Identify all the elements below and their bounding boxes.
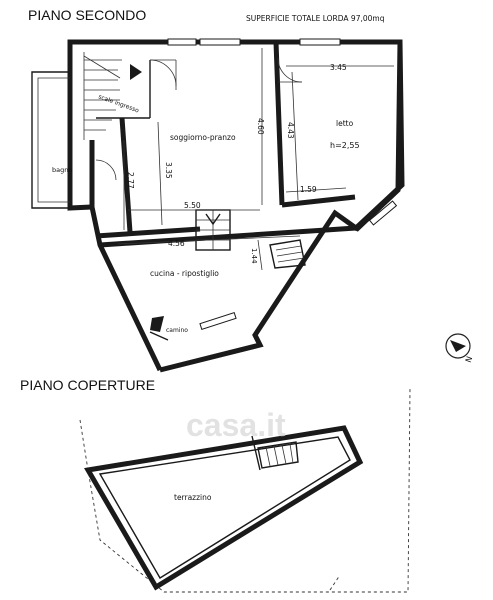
title-piano-coperture: PIANO COPERTURE [20, 377, 155, 393]
dim-line-kitchen-width [117, 235, 301, 245]
fireplace [149, 316, 169, 341]
roof-plan: terrazzino [79, 387, 411, 593]
room-label-living: soggiorno-pranzo [170, 133, 236, 142]
second-floor-plan: scale ingresso soggiorno-pranzo letto h=… [31, 38, 405, 373]
window-top-3 [299, 38, 341, 46]
title-piano-secondo: PIANO SECONDO [28, 7, 146, 23]
entry-door-swing [149, 59, 177, 87]
wall-kitchen-top [99, 225, 357, 248]
exterior-wall-right [354, 41, 403, 232]
total-area-label: SUPERFICIE TOTALE LORDA 97,00mq [246, 14, 385, 23]
room-label-fireplace: camino [166, 327, 188, 334]
room-label-kitchen: cucina - ripostiglio [150, 269, 219, 278]
bathroom-balcony [31, 71, 70, 209]
compass-north-label: N [464, 355, 475, 364]
wall-passage [119, 117, 133, 233]
room-label-bathroom: bagno [52, 166, 72, 174]
room-height-label: h=2,55 [330, 141, 360, 150]
terrace-outline [84, 425, 364, 591]
dim-bedroom-depth: 4.43 [286, 122, 295, 139]
room-label-stairs-entry: scale ingresso [97, 93, 140, 114]
dim-kitchen-stair: 1.44 [250, 248, 258, 264]
watermark-logo: casa.it [186, 407, 286, 443]
bedroom-door-swing [277, 57, 303, 83]
wall-bedroom-bottom [281, 194, 356, 208]
dim-line-stair-depth [157, 121, 163, 226]
dim-line-bedroom-bottom [285, 187, 347, 193]
entry-stairs [83, 52, 122, 140]
bathroom-balcony-inner [37, 77, 70, 203]
dim-bath-depth: 2.77 [126, 172, 135, 189]
room-label-terrace: terrazzino [174, 493, 212, 502]
compass-icon: N [445, 333, 475, 364]
exterior-wall [67, 39, 405, 373]
roof-outline-dashed-2 [329, 574, 341, 591]
dim-bedroom-width: 3.45 [330, 63, 347, 72]
dim-bedroom-bottom: 1.59 [300, 185, 317, 194]
window-top-1 [167, 38, 197, 46]
dim-stair-depth: 3.35 [164, 162, 173, 179]
dim-kitchen-width: 4.56 [168, 239, 185, 248]
wall-living-bedroom [273, 41, 285, 206]
window-top-2 [199, 38, 241, 46]
bathroom-door-swing [95, 159, 117, 181]
stair-arrow-icon [130, 64, 142, 80]
dim-line-kitchen-stair [257, 239, 263, 271]
dim-living-depth: 4.60 [256, 118, 265, 135]
dim-living-width: 5.50 [184, 201, 201, 210]
dim-line-bedroom-depth [291, 71, 299, 201]
roof-outline-dashed [79, 387, 411, 593]
window-kitchen-bottom [199, 311, 237, 331]
central-stair [195, 209, 231, 251]
roof-stair [251, 435, 299, 471]
kitchen-stair [269, 239, 306, 269]
room-label-bedroom: letto [336, 119, 354, 128]
wall-kitchen-top-2 [95, 226, 201, 239]
window-right [368, 200, 398, 226]
